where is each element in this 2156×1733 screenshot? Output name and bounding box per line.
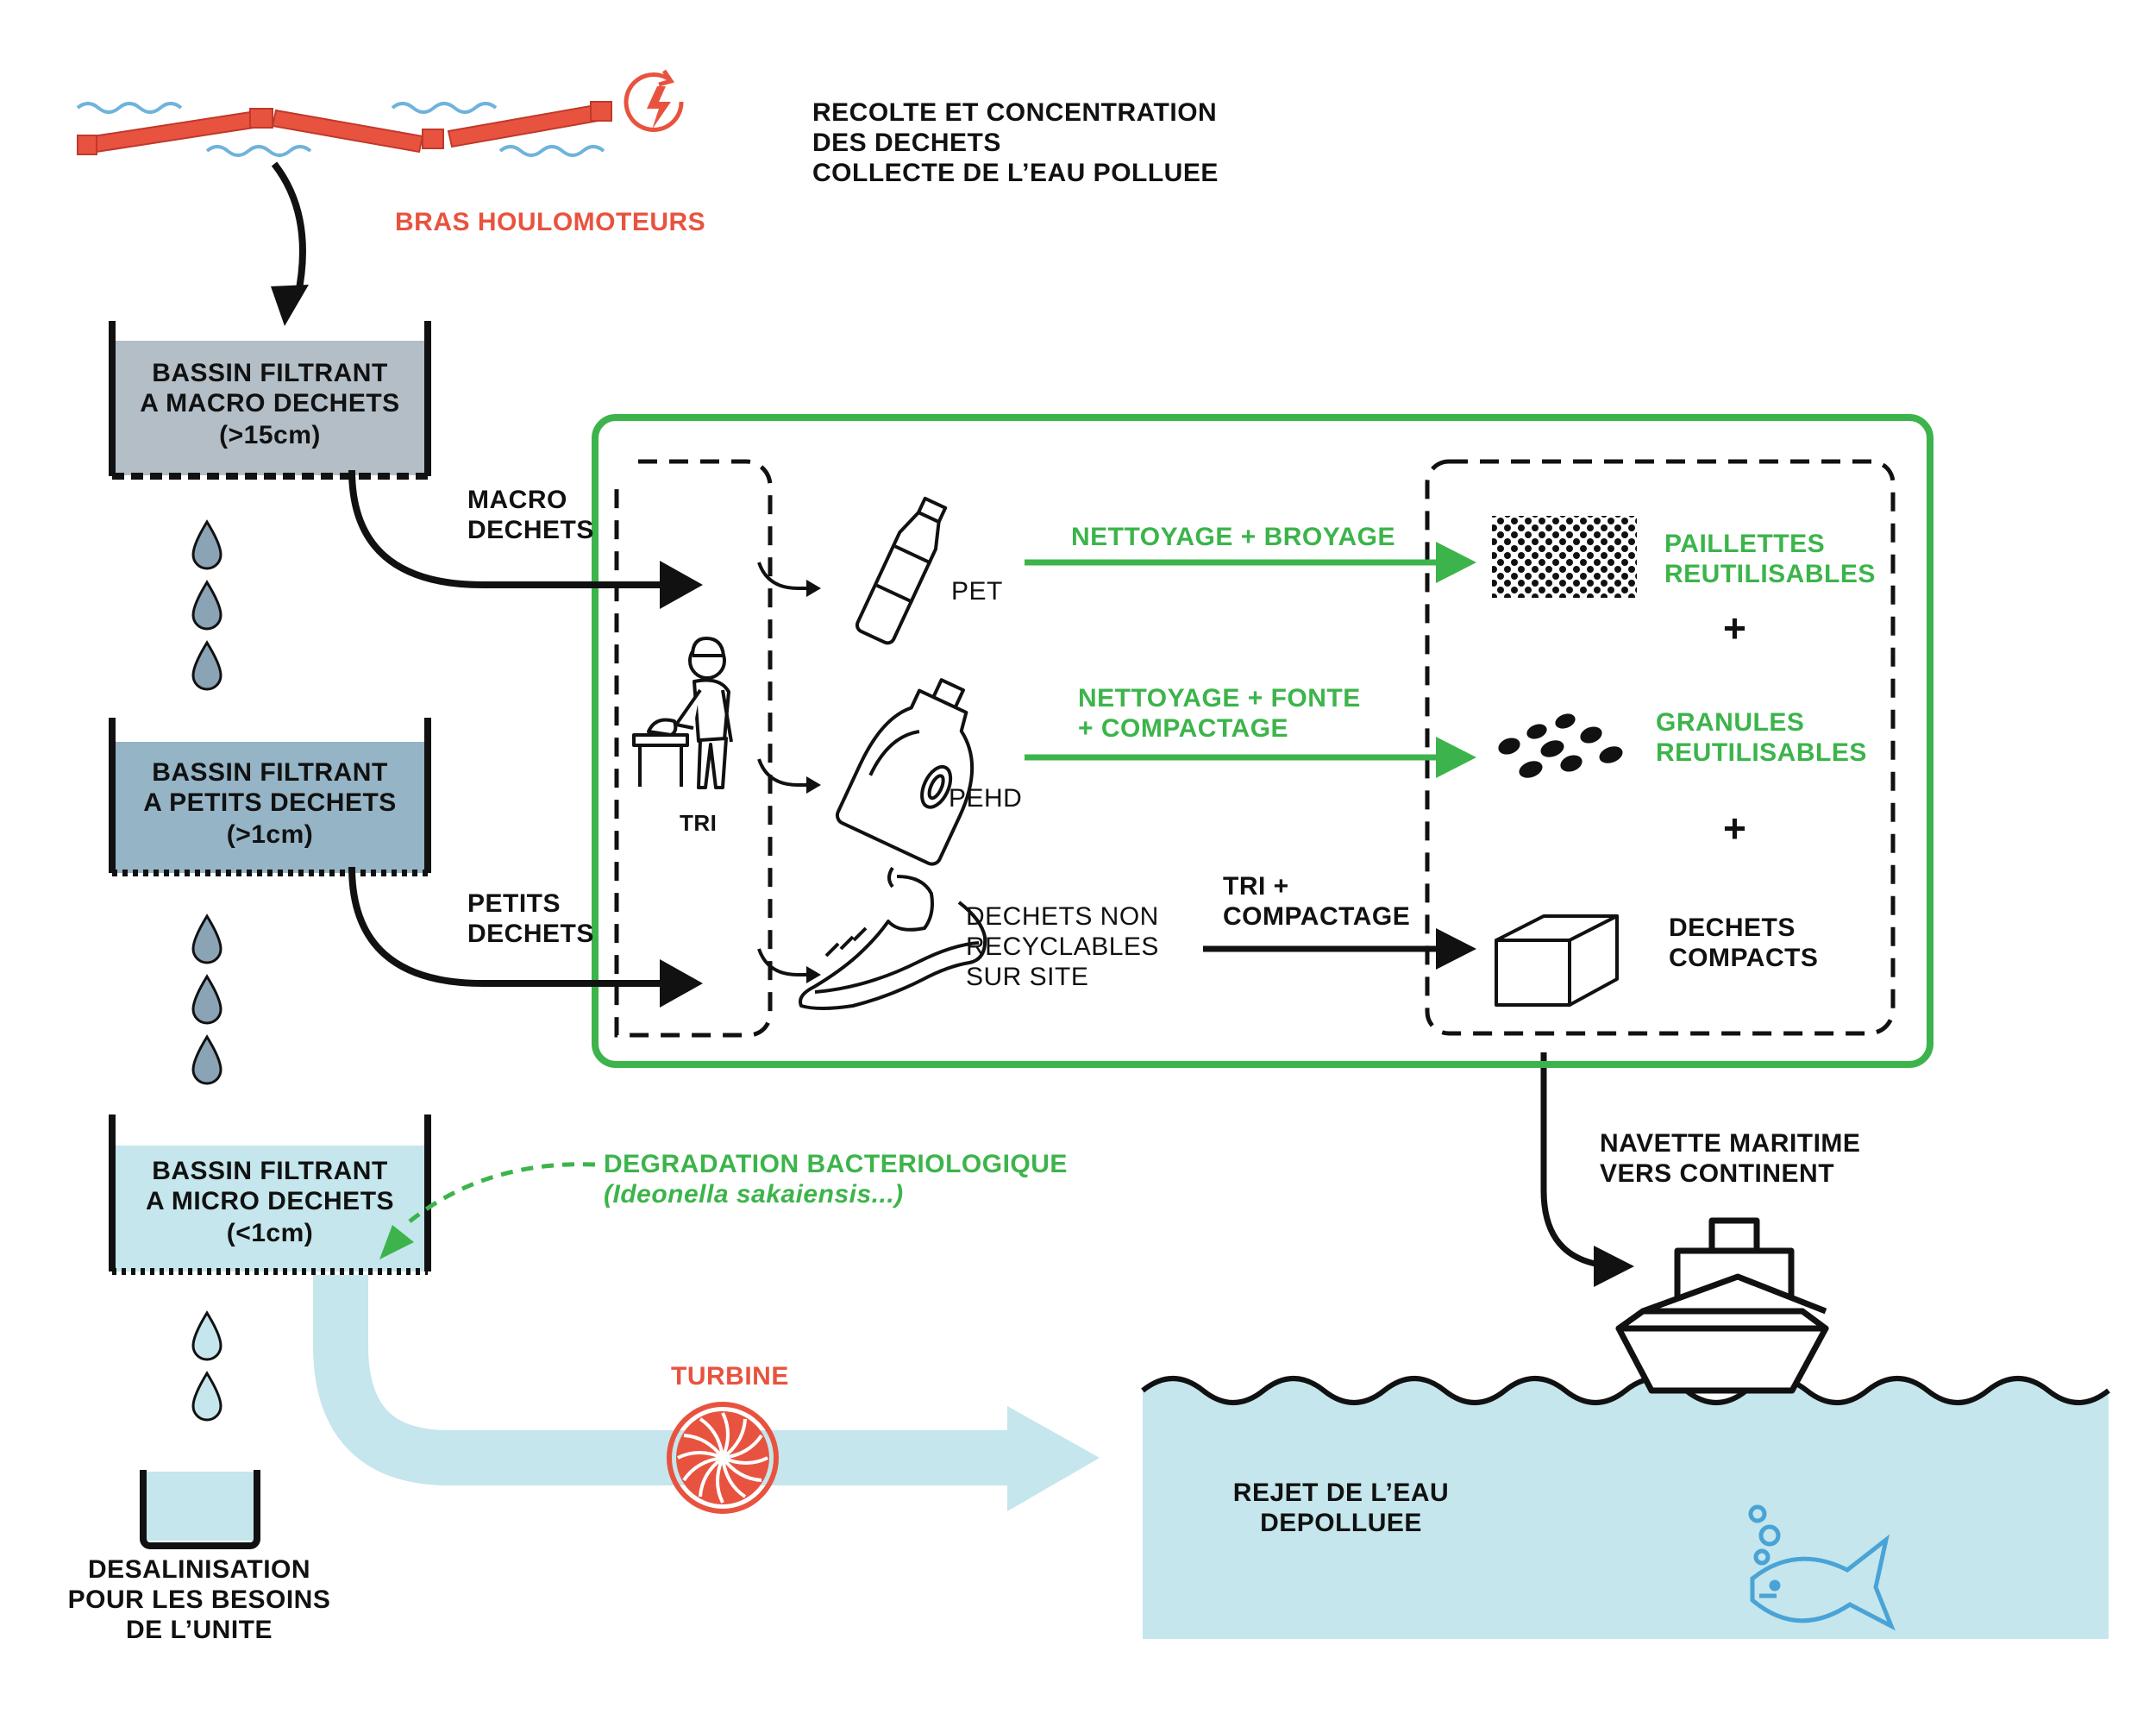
pet-process-label: NETTOYAGE + BROYAGE xyxy=(1071,523,1396,551)
desalination-line2: POUR LES BESOINS xyxy=(67,1585,331,1614)
fish-icon xyxy=(1748,1504,1896,1631)
cube-icon xyxy=(1495,914,1619,1007)
basin-petits xyxy=(109,718,431,876)
pehd-label: PEHD xyxy=(949,784,1023,813)
basin-petits-line2: A PETITS DECHETS xyxy=(143,788,397,817)
header-line1: RECOLTE ET CONCENTRATION xyxy=(812,98,1218,127)
basin-micro-line2: A MICRO DECHETS xyxy=(145,1187,395,1215)
flakes-line2: REUTILISABLES xyxy=(1664,560,1876,588)
desalination-tank xyxy=(140,1470,260,1549)
basin-micro-size: (<1cm) xyxy=(226,1219,314,1247)
non-recyclable-line2: RECYCLABLES xyxy=(966,932,1159,961)
basin-macro-size: (>15cm) xyxy=(219,421,321,449)
shoe-icon xyxy=(799,866,987,1010)
release-line1: REJET DE L’EAU xyxy=(1232,1479,1450,1507)
shuttle-line1: NAVETTE MARITIME xyxy=(1600,1129,1861,1158)
petits-label-line1: PETITS xyxy=(467,889,561,918)
non-recyclable-line3: SUR SITE xyxy=(966,963,1089,991)
release-line2: DEPOLLUEE xyxy=(1260,1509,1422,1537)
energy-icon xyxy=(624,69,684,132)
pet-label: PET xyxy=(951,577,1003,606)
petits-label-line2: DECHETS xyxy=(467,920,594,948)
waste-process-line1: TRI + xyxy=(1223,872,1289,901)
header-line2: DES DECHETS xyxy=(812,129,1001,157)
plus-1: + xyxy=(1723,606,1747,650)
pellets-icon xyxy=(1498,713,1623,778)
waste-process-line2: COMPACTAGE xyxy=(1223,902,1411,931)
degradation-subtitle: (Ideonella sakaiensis...) xyxy=(604,1180,904,1209)
flakes-icon xyxy=(1492,516,1637,598)
basin-macro-line1: BASSIN FILTRANT xyxy=(152,359,388,387)
drop-icon xyxy=(191,519,222,1422)
worker-icon xyxy=(632,637,733,789)
macro-label-line1: MACRO xyxy=(467,486,567,514)
sorting-label: TRI xyxy=(680,810,718,836)
basin-macro-line2: A MACRO DECHETS xyxy=(140,389,400,418)
shuttle-line2: VERS CONTINENT xyxy=(1600,1159,1835,1188)
basin-macro xyxy=(109,321,431,480)
turbine-label: TURBINE xyxy=(671,1362,789,1391)
bottle-icon xyxy=(855,496,948,645)
compact-line1: DECHETS xyxy=(1669,914,1796,942)
desalination-line3: DE L’UNITE xyxy=(125,1616,273,1644)
sea xyxy=(1141,1376,2110,1639)
non-recyclable-line1: DECHETS NON xyxy=(966,902,1159,931)
degradation-title: DEGRADATION BACTERIOLOGIQUE xyxy=(604,1150,1068,1178)
pehd-process-line2: + COMPACTAGE xyxy=(1078,714,1289,743)
flakes-line1: PAILLETTES xyxy=(1664,530,1826,558)
pellets-line2: REUTILISABLES xyxy=(1656,738,1867,767)
header-line3: COLLECTE DE L’EAU POLLUEE xyxy=(812,159,1219,187)
pellets-line1: GRANULES xyxy=(1656,708,1805,737)
wave-arm-icon xyxy=(76,101,612,157)
boat-icon xyxy=(1615,1217,1829,1394)
desalination-line1: DESALINISATION xyxy=(87,1555,311,1584)
wave-arms-label: BRAS HOULOMOTEURS xyxy=(395,208,706,236)
turbine-icon xyxy=(667,1402,779,1514)
compact-line2: COMPACTS xyxy=(1669,944,1819,972)
basin-micro xyxy=(109,1115,431,1275)
basin-micro-line1: BASSIN FILTRANT xyxy=(152,1157,388,1185)
detergent-bottle-icon xyxy=(835,678,975,866)
pehd-process-line1: NETTOYAGE + FONTE xyxy=(1078,684,1361,713)
basin-petits-size: (>1cm) xyxy=(226,820,314,849)
plus-2: + xyxy=(1723,806,1747,851)
basin-petits-line1: BASSIN FILTRANT xyxy=(152,758,388,787)
macro-label-line2: DECHETS xyxy=(467,516,594,544)
